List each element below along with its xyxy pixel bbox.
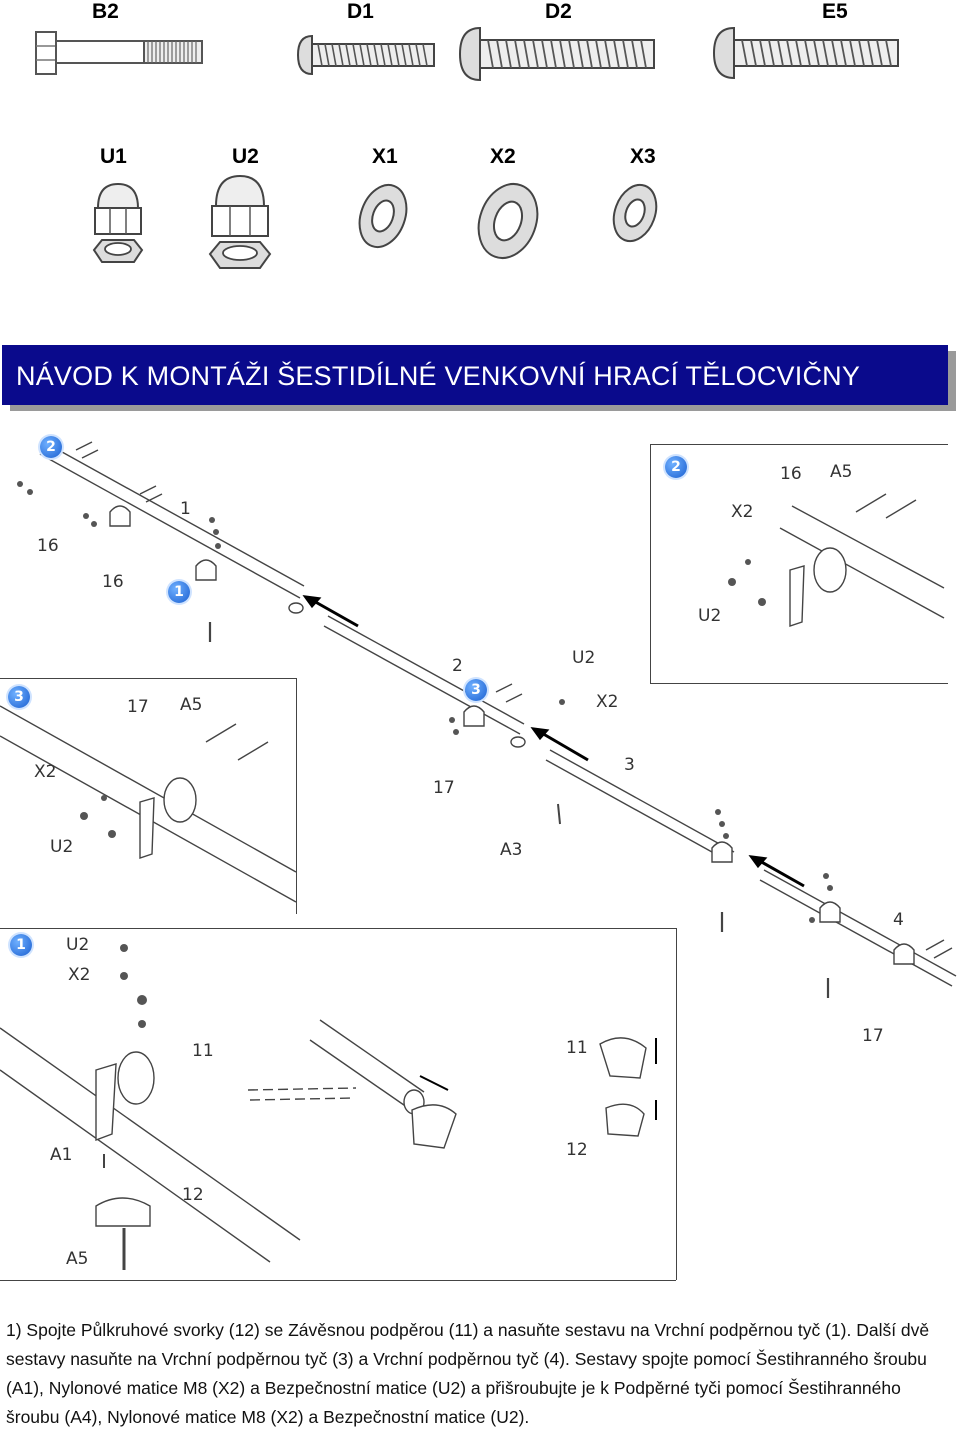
label-x1: X1 [372, 145, 398, 168]
inset-left-label-x2: X2 [34, 762, 57, 782]
label-x2: X2 [490, 145, 516, 168]
step-badge-3-inset: 3 [8, 686, 30, 708]
washer-x2-icon [477, 183, 539, 259]
page-title: NÁVOD K MONTÁŽI ŠESTIDÍLNÉ VENKOVNÍ HRAC… [16, 361, 861, 391]
inset-bottom-label-11a: 11 [192, 1041, 214, 1061]
step-badge-1-inset: 1 [10, 934, 32, 956]
label-x3: X3 [630, 145, 656, 168]
step-badge-1-main: 1 [168, 581, 190, 603]
part-label-2: 2 [452, 656, 463, 676]
step-badge-2-inset: 2 [665, 456, 687, 478]
part-label-a3: A3 [500, 840, 523, 860]
part-label-4: 4 [893, 910, 904, 930]
washer-x3-icon [612, 183, 658, 243]
part-label-16a: 16 [37, 536, 59, 556]
label-u2: U2 [232, 145, 259, 168]
instruction-paragraph: 1) Spojte Půlkruhové svorky (12) se Závě… [6, 1320, 930, 1427]
part-label-x2-main: X2 [596, 692, 619, 712]
bolt-b2-icon [35, 31, 203, 75]
part-label-3: 3 [624, 755, 635, 775]
part-label-1: 1 [180, 499, 191, 519]
assembly-diagram [0, 441, 957, 1270]
inset-tr-label-a5: A5 [830, 462, 853, 482]
inset-bottom-frame-right [676, 928, 677, 1280]
title-banner: NÁVOD K MONTÁŽI ŠESTIDÍLNÉ VENKOVNÍ HRAC… [2, 345, 948, 405]
inset-tr-label-x2: X2 [731, 502, 754, 522]
inset-left-label-u2: U2 [50, 837, 74, 857]
inset-left-frame-right [296, 678, 297, 914]
part-label-16b: 16 [102, 572, 124, 592]
label-e5: E5 [822, 0, 848, 23]
part-label-u2-main: U2 [572, 648, 596, 668]
inset-left-frame-top [0, 678, 296, 679]
inset-bottom-label-12a: 12 [182, 1185, 204, 1205]
cap-nut-u1-icon [92, 182, 144, 263]
inset-bottom-label-11b: 11 [566, 1038, 588, 1058]
inset-top-right-frame-top [650, 444, 948, 445]
inset-top-right-frame-left [650, 444, 651, 684]
step-badge-2-main: 2 [40, 436, 62, 458]
inset-bottom-label-u2: U2 [66, 935, 90, 955]
label-d2: D2 [545, 0, 572, 23]
instruction-text-block: 1) Spojte Půlkruhové svorky (12) se Závě… [6, 1316, 956, 1432]
inset-bottom-frame-bottom [0, 1280, 676, 1281]
washer-x1-icon [358, 184, 408, 248]
inset-tr-label-u2: U2 [698, 606, 722, 626]
label-b2: B2 [92, 0, 119, 23]
inset-bottom-label-a1: A1 [50, 1145, 73, 1165]
step-badge-3-main: 3 [465, 679, 487, 701]
inset-bottom-label-x2: X2 [68, 965, 91, 985]
inset-left-label-17: 17 [127, 697, 149, 717]
screw-e5-icon [712, 26, 899, 80]
part-label-17a: 17 [433, 778, 455, 798]
inset-tr-label-16: 16 [780, 464, 802, 484]
inset-bottom-label-12b: 12 [566, 1140, 588, 1160]
inset-top-right-frame-bottom [650, 683, 948, 684]
screw-d1-icon [296, 34, 435, 76]
part-label-17b: 17 [862, 1026, 884, 1046]
label-u1: U1 [100, 145, 127, 168]
inset-left-label-a5: A5 [180, 695, 203, 715]
cap-nut-u2-icon [208, 174, 272, 269]
inset-bottom-label-a5: A5 [66, 1249, 89, 1269]
screw-d2-icon [458, 26, 655, 82]
inset-bottom-frame-top [0, 928, 676, 929]
label-d1: D1 [347, 0, 374, 23]
